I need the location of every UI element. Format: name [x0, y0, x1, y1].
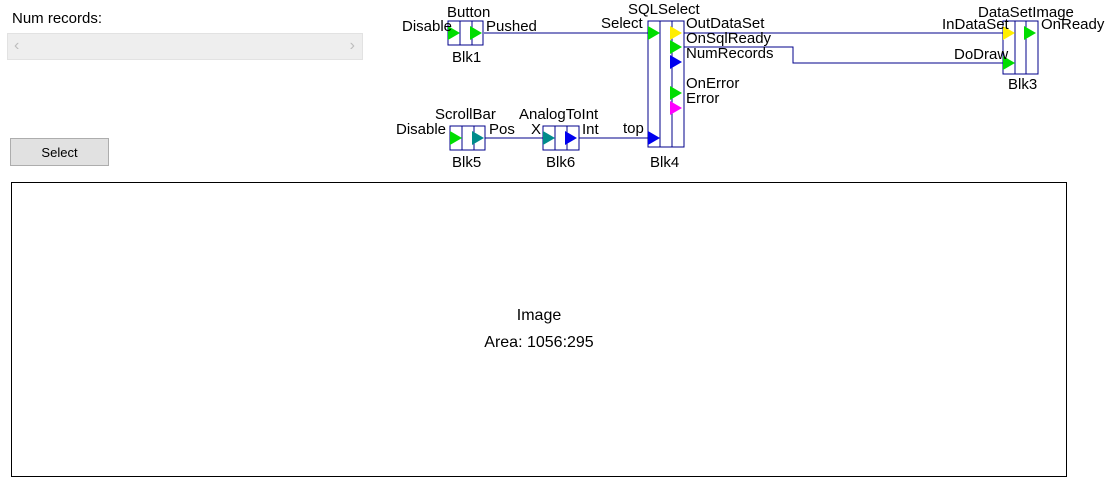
blk6-output-label: Int [582, 121, 599, 138]
blk4-output-error-label: Error [686, 90, 720, 107]
blk4-sqlselect-block[interactable] [647, 20, 685, 148]
pin-dodraw-icon[interactable] [1003, 56, 1015, 70]
blk3-output-onready-label: OnReady [1041, 16, 1105, 33]
pin-top-icon[interactable] [648, 131, 660, 145]
blk4-output-onsqlready-label: OnSqlReady [686, 30, 772, 47]
pin-int-icon[interactable] [565, 131, 577, 145]
blk3-input-indataset-label: InDataSet [942, 16, 1009, 33]
diagram-wires [484, 32, 1003, 139]
pin-error-icon[interactable] [670, 101, 682, 115]
blk4-input-select-label: Select [601, 15, 643, 32]
num-records-scrollbar[interactable]: ‹ › [7, 33, 363, 60]
pin-onsqlready-icon[interactable] [670, 40, 682, 54]
pin-onerror-icon[interactable] [670, 86, 682, 100]
blk4-output-numrecords-label: NumRecords [686, 45, 774, 62]
image-area-title: Image [516, 307, 562, 324]
select-button[interactable]: Select [10, 138, 109, 166]
block-diagram [447, 20, 1039, 151]
blk6-input-label: X [531, 121, 542, 138]
pin-disable-icon[interactable] [450, 131, 462, 145]
blk6-analogtoint-block[interactable] [542, 125, 580, 151]
blk4-output-outdataset-label: OutDataSet [686, 15, 765, 32]
blk1-name-label: Blk1 [452, 49, 482, 66]
num-records-label: Num records: [12, 10, 103, 27]
blk4-name-label: Blk4 [650, 154, 680, 171]
blk5-type-label: ScrollBar [435, 106, 496, 123]
blk5-name-label: Blk5 [452, 154, 482, 171]
blk3-type-label: DataSetImage [978, 4, 1074, 21]
pin-select-icon[interactable] [648, 26, 660, 40]
blk1-input-label: Disable [402, 18, 453, 35]
pin-pos-icon[interactable] [472, 131, 484, 145]
scroll-left-arrow-icon[interactable]: ‹ [14, 37, 20, 54]
pin-onready-icon[interactable] [1024, 26, 1036, 40]
blk3-input-dodraw-label: DoDraw [954, 46, 1009, 63]
blk1-button-block[interactable] [447, 20, 484, 46]
blk4-type-label: SQLSelect [628, 1, 700, 18]
image-area-size: Area: 1056:295 [484, 334, 594, 351]
blk3-name-label: Blk3 [1008, 76, 1038, 93]
blk6-type-label: AnalogToInt [519, 106, 599, 123]
blk1-output-label: Pushed [486, 18, 537, 35]
pin-outdataset-icon[interactable] [670, 26, 682, 40]
blk4-input-top-label: top [623, 120, 644, 137]
wire-onsqlready-to-dodraw [684, 46, 1003, 64]
blk4-output-onerror-label: OnError [686, 75, 740, 92]
blk3-datasetimage-block[interactable] [1002, 20, 1039, 75]
scroll-right-arrow-icon[interactable]: › [349, 37, 355, 54]
blk1-type-label: Button [447, 4, 491, 21]
blk5-input-label: Disable [396, 121, 447, 138]
image-area: Image Area: 1056:295 [11, 182, 1067, 477]
blk5-output-label: Pos [489, 121, 515, 138]
blk5-scrollbar-block[interactable] [449, 125, 486, 151]
pin-numrecords-icon[interactable] [670, 55, 682, 69]
pin-pushed-icon[interactable] [470, 26, 482, 40]
pin-indataset-icon[interactable] [1003, 26, 1015, 40]
pin-x-icon[interactable] [543, 131, 555, 145]
pin-disable-icon[interactable] [448, 26, 460, 40]
blk6-name-label: Blk6 [546, 154, 576, 171]
